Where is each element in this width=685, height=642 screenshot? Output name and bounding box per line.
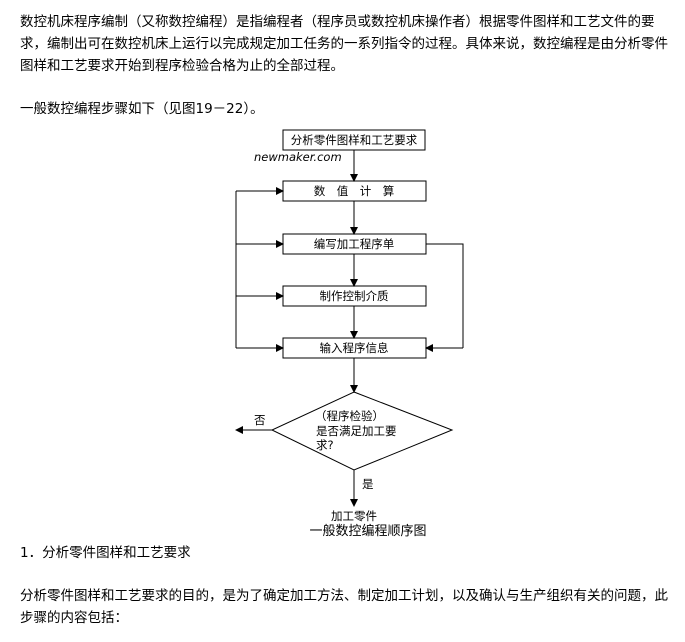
flow-label-calc: 数 值 计 算 (314, 184, 395, 198)
flow-caption: 一般数控编程顺序图 (309, 523, 426, 539)
section1-text: 分析零件图样和工艺要求的目的，是为了确定加工方法、制定加工计划，以及确认与生产组… (20, 588, 668, 626)
watermark-text: newmaker.com (254, 150, 342, 164)
flow-end-label: 加工零件 (331, 509, 377, 523)
flow-decision-line2: 是否满足加工要 (316, 424, 397, 438)
flow-label-program: 编写加工程序单 (314, 237, 395, 251)
steps-intro: 一般数控编程步骤如下（见图19－22）。 (20, 101, 264, 117)
flow-label-analyze: 分析零件图样和工艺要求 (291, 133, 418, 147)
arrow-program-bypass-right (426, 243, 464, 348)
flow-no-label: 否 (254, 413, 266, 427)
flow-decision-line3: 求? (316, 438, 334, 452)
flow-label-medium: 制作控制介质 (320, 289, 389, 303)
intro-paragraph: 数控机床程序编制（又称数控编程）是指编程者（程序员或数控机床操作者）根据零件图样… (20, 14, 668, 74)
section1-heading: 1．分析零件图样和工艺要求 (20, 545, 191, 561)
flow-yes-label: 是 (362, 477, 374, 491)
flow-label-input: 输入程序信息 (320, 341, 389, 355)
flow-decision-line1: （程序检验） (315, 409, 384, 423)
